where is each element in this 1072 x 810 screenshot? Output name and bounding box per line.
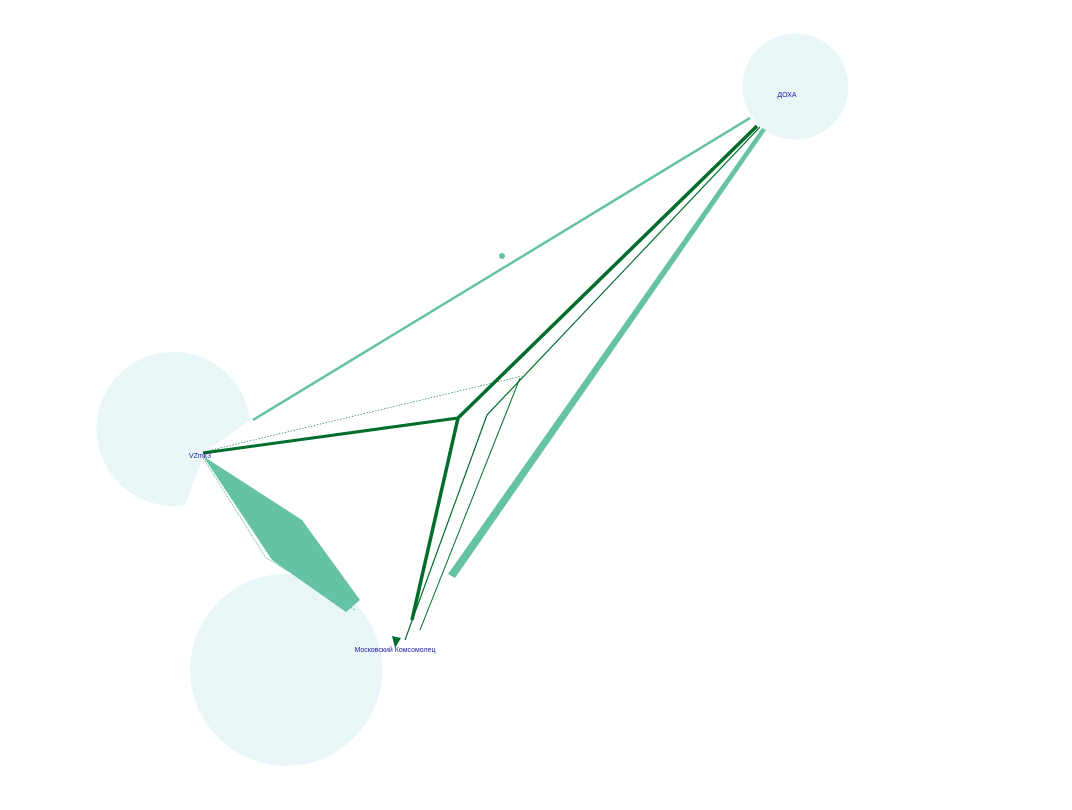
edge-arrowhead: [392, 636, 401, 648]
node-label-vzmk: VZmk3: [189, 453, 211, 460]
edge-vzmk-mk-bundle: [203, 456, 360, 612]
edge-doxa-mk-light: [448, 128, 766, 578]
edge-doxa-mk-thin-2: [419, 377, 521, 631]
node-label-doxa: ДОХА: [777, 92, 797, 99]
edge-doxa-mk-dark: [410, 124, 759, 621]
edge-vzmk-doxa: [252, 116, 751, 422]
edge-doxa-mk-thin-1: [404, 126, 761, 641]
edge-vzmk-thin: [202, 375, 523, 453]
node-halo-doxa: [742, 33, 849, 140]
edge-vzmk-hub: [202, 416, 459, 455]
node-halo-mk: [190, 573, 383, 766]
node-halo-vzmk: [96, 351, 250, 506]
node-label-mk: Московский Комсомолец: [354, 646, 435, 654]
edge-marker: [499, 253, 505, 259]
edge-vzmk-mk-thin: [202, 457, 356, 611]
